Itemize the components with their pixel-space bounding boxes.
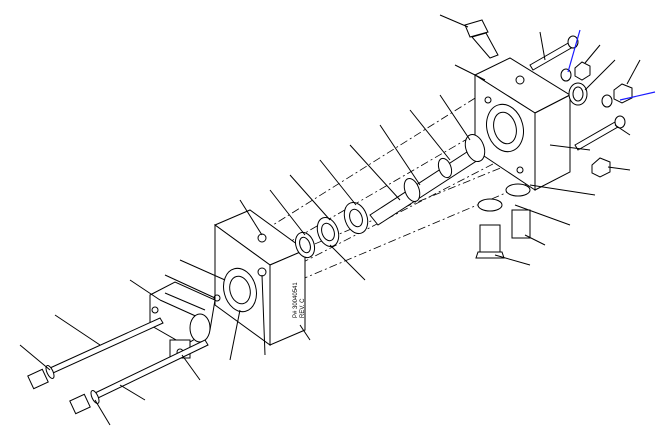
- bottom-washers-and-plugs: [475, 183, 531, 259]
- long-bolt-lower: [69, 339, 209, 415]
- shaft-assembly: [369, 133, 486, 226]
- revision-label: REV. C: [300, 298, 306, 318]
- part-number-label: P# 30040541: [293, 282, 299, 318]
- right-end-block: [473, 57, 572, 191]
- nuts-and-washers: [560, 61, 633, 108]
- short-bolt-top: [529, 35, 579, 71]
- left-end-block: P# 30040541 REV. C: [213, 209, 307, 346]
- seals-and-bearings: [294, 202, 369, 259]
- fitting-plug: [464, 19, 499, 59]
- callout-leader-lines: [19, 14, 656, 426]
- long-bolt-upper: [27, 317, 164, 390]
- short-bolt-right: [574, 115, 626, 178]
